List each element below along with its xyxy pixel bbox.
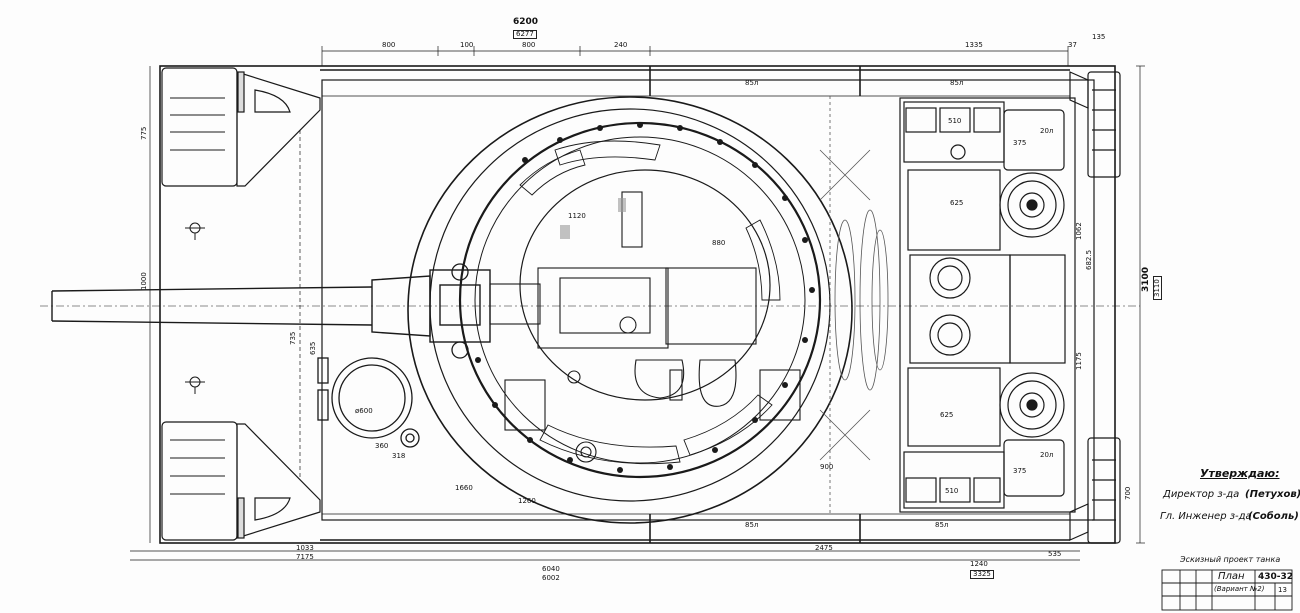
- left-dim-2: 1000: [140, 272, 148, 290]
- transmission-area: [819, 96, 889, 514]
- sheet-number: 13: [1278, 586, 1287, 594]
- top-dim-2: 100: [460, 41, 474, 49]
- bottom-dim-1: 1033: [296, 544, 314, 552]
- director-role: Директор з-да: [1163, 489, 1240, 500]
- right-dim-3: 682.5: [1085, 249, 1093, 270]
- left-dim-1: 775: [140, 126, 148, 140]
- turret-label-3: 900: [820, 463, 834, 471]
- left-dim-4: 635: [309, 341, 317, 355]
- front-fenders: [161, 67, 321, 541]
- director-name: (Петухов): [1245, 489, 1300, 500]
- right-dim-4: 700: [1124, 486, 1132, 500]
- armor-label-1: 85л: [745, 79, 759, 87]
- engine-label-2: 20л: [1040, 451, 1054, 459]
- project-title: Эскизный проект танка: [1180, 555, 1281, 564]
- top-dim-3: 800: [522, 41, 536, 49]
- sheet-name: План: [1218, 571, 1245, 582]
- turret: [407, 96, 853, 524]
- top-dim-7: 37: [1068, 41, 1077, 49]
- turret-label-1: 1120: [568, 212, 586, 220]
- hatch-label-1: ø600: [355, 407, 373, 415]
- engine-label-7: 510: [948, 117, 962, 125]
- driver-hatch: [317, 263, 469, 448]
- bottom-dim-8: 535: [1048, 550, 1062, 558]
- overall-length-alt-dim: 6277: [513, 30, 537, 39]
- turret-label-2: 880: [712, 239, 726, 247]
- overall-length-dim: 6200: [513, 17, 539, 27]
- bottom-dim-5: 2475: [815, 544, 833, 552]
- approval-title: Утверждаю:: [1200, 467, 1280, 480]
- engine-label-4: 625: [940, 411, 954, 419]
- right-dim-1: 1062: [1075, 222, 1083, 240]
- bottom-dim-6: 1240: [970, 560, 988, 568]
- engine-label-8: 510: [945, 487, 959, 495]
- bottom-dim-4: 6002: [542, 574, 560, 582]
- armor-label-4: 85л: [935, 521, 949, 529]
- crew-figures: [185, 222, 205, 394]
- top-dim-5: 1335: [965, 41, 983, 49]
- engine-compartment: [899, 97, 1076, 513]
- right-dim-2: 1175: [1075, 352, 1083, 370]
- top-dim-4: 240: [614, 41, 628, 49]
- engine-label-3: 625: [950, 199, 964, 207]
- engine-label-6: 375: [1013, 139, 1027, 147]
- turret-label-4: 1660: [455, 484, 473, 492]
- hatch-label-2: 360: [375, 442, 389, 450]
- top-dim-6: 135: [1092, 33, 1106, 41]
- variant-label: (Вариант №2): [1214, 585, 1265, 593]
- top-dim-1: 800: [382, 41, 396, 49]
- dimension-lines: [40, 46, 1145, 561]
- overall-width-alt-dim: 3110: [1153, 276, 1162, 300]
- title-block: [1161, 569, 1293, 611]
- bottom-dim-3: 6040: [542, 565, 560, 573]
- engineer-role: Гл. Инженер з-да: [1160, 511, 1252, 522]
- turret-label-5: 1260: [518, 497, 536, 505]
- drawing-number: 430-32: [1258, 572, 1294, 582]
- bottom-dim-2: 7175: [296, 553, 314, 561]
- overall-width-dim: 3100: [1141, 266, 1151, 292]
- hull-outline: [159, 65, 1116, 544]
- engine-label-5: 375: [1013, 467, 1027, 475]
- engineer-name: (Соболь): [1248, 511, 1299, 522]
- armor-label-3: 85л: [745, 521, 759, 529]
- engine-label-1: 20л: [1040, 127, 1054, 135]
- left-dim-3: 735: [289, 331, 297, 345]
- rear-fenders: [1069, 71, 1121, 544]
- bottom-dim-7: 3325: [970, 570, 994, 579]
- armor-label-2: 85л: [950, 79, 964, 87]
- hatch-label-3: 318: [392, 452, 406, 460]
